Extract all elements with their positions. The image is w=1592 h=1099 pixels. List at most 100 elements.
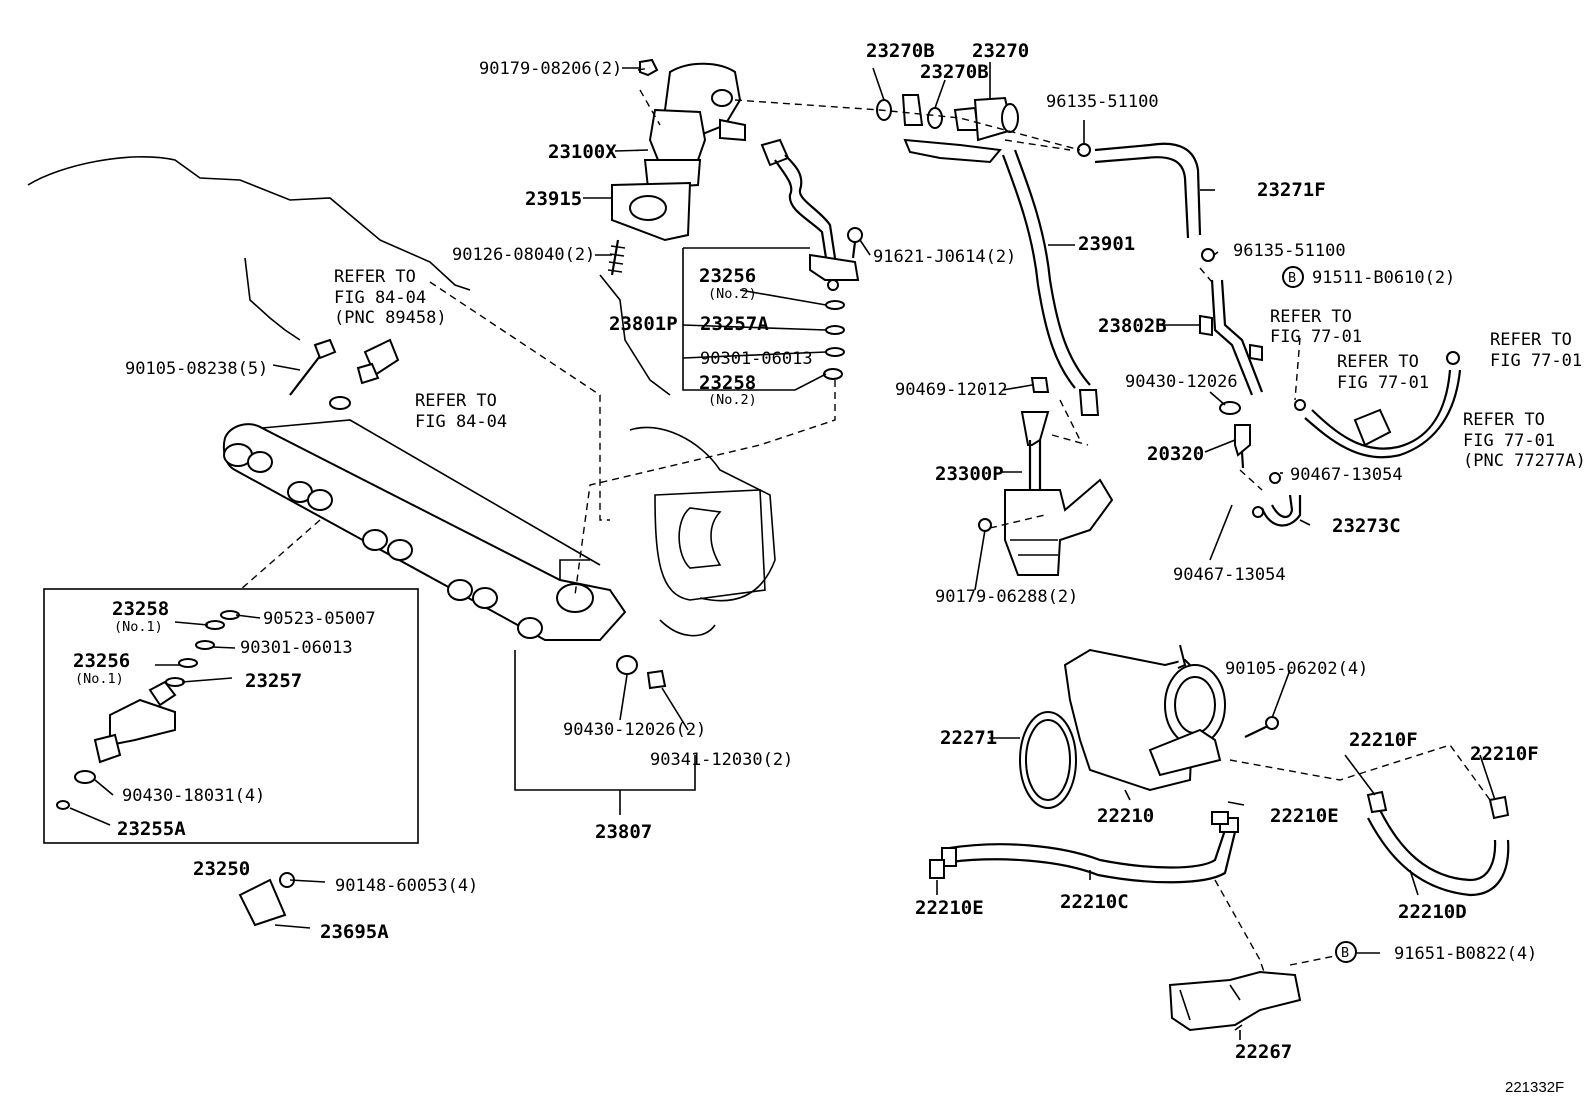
label-90105-06202: 90105-06202(4) (1225, 659, 1368, 679)
hose-23271f (1077, 120, 1215, 262)
pipe-23802b (1199, 279, 1264, 396)
badge-b-1: B (1282, 266, 1304, 288)
bracket-22267 (1168, 970, 1302, 1032)
label-90179-06288: 90179-06288(2) (935, 587, 1078, 607)
label-90523-05007: 90523-05007 (263, 609, 376, 629)
label-23250: 23250 (193, 858, 250, 880)
svg-text:B: B (1341, 945, 1349, 961)
label-22210c: 22210C (1060, 891, 1129, 913)
label-90148-60053: 90148-60053(4) (335, 876, 478, 896)
label-22210: 22210 (1097, 805, 1154, 827)
label-90341-12030: 90341-12030(2) (650, 750, 793, 770)
label-22210e-a: 22210E (1270, 805, 1339, 827)
clip-90469 (1030, 377, 1050, 393)
label-23273c: 23273C (1332, 515, 1401, 537)
label-22210f-a: 22210F (1349, 729, 1418, 751)
refer-77-01-b-l1: REFER TO (1490, 330, 1572, 350)
pump-gasket-23915 (611, 181, 692, 242)
hose-23273c (1252, 472, 1302, 527)
bolt-90105-06202 (1244, 716, 1279, 738)
part-labels: 90179-08206(2) 23270B 23270 23270B 96135… (73, 40, 1586, 1096)
throttle-body-22210 (1063, 644, 1226, 792)
label-23802b: 23802B (1098, 315, 1167, 337)
label-90105-08238: 90105-08238(5) (125, 359, 268, 379)
clips-22210e (929, 811, 1229, 879)
label-22210d: 22210D (1398, 901, 1467, 923)
label-90469-12012: 90469-12012 (895, 380, 1008, 400)
label-90430-12026-b: 90430-12026(2) (563, 720, 706, 740)
refer-84-04-b-l2: FIG 84-04 (415, 412, 507, 432)
figure-id: 221332F (1505, 1079, 1564, 1096)
label-23901: 23901 (1078, 233, 1135, 255)
hose-23901 (1001, 149, 1100, 416)
hose-22210c (941, 817, 1239, 884)
refer-84-04-a-l2: FIG 84-04 (334, 288, 426, 308)
label-23256-no1-sub: (No.1) (75, 671, 124, 687)
washer-90430-12026 (616, 655, 638, 675)
label-23807: 23807 (595, 821, 652, 843)
label-90467-13054-a: 90467-13054 (1290, 465, 1403, 485)
label-23256-no2-sub: (No.2) (708, 286, 757, 302)
label-22210f-b: 22210F (1470, 743, 1539, 765)
label-23801p: 23801P (609, 313, 678, 335)
refer-84-04-b-l1: REFER TO (415, 391, 497, 411)
label-91621-j0614: 91621-J0614(2) (873, 247, 1016, 267)
label-23258-no2-sub: (No.2) (708, 392, 757, 408)
label-22267: 22267 (1235, 1041, 1292, 1063)
label-91651-b0822: 91651-B0822(4) (1394, 944, 1537, 964)
refer-77-01-d-l3: (PNC 77277A) (1463, 451, 1586, 471)
label-91511-b0610: 91511-B0610(2) (1312, 268, 1455, 288)
label-90430-12026-a: 90430-12026 (1125, 372, 1238, 392)
pressure-regulator-23270 (876, 94, 1019, 164)
engine-outline (27, 156, 776, 637)
label-23258-no1-sub: (No.1) (114, 619, 163, 635)
label-90301-06013-a: 90301-06013 (700, 349, 813, 369)
label-90430-18031: 90430-18031(4) (122, 786, 265, 806)
refer-77-01-d-l2: FIG 77-01 (1463, 431, 1555, 451)
label-23256-no1: 23256 (73, 650, 130, 672)
label-23256-no2: 23256 (699, 265, 756, 287)
bracket-23695a (238, 872, 295, 927)
label-90467-13054-b: 90467-13054 (1173, 565, 1286, 585)
label-22271: 22271 (940, 727, 997, 749)
label-23255a: 23255A (117, 818, 186, 840)
label-23915: 23915 (525, 188, 582, 210)
label-23270b: 23270B (920, 61, 989, 83)
bolt-90341 (646, 669, 667, 690)
bolt-90105-08238 (289, 338, 337, 396)
refer-77-01-a-l2: FIG 77-01 (1270, 327, 1362, 347)
assembly-lines (239, 67, 1491, 976)
refer-77-01-c-l1: REFER TO (1337, 352, 1419, 372)
label-23257a: 23257A (700, 313, 769, 335)
refer-77-01-d-l1: REFER TO (1463, 410, 1545, 430)
label-90126-08040: 90126-08040(2) (452, 245, 595, 265)
sensor-89458 (356, 338, 400, 385)
label-23695a: 23695A (320, 921, 389, 943)
label-90179-08206: 90179-08206(2) (479, 59, 622, 79)
sensor-20320 (1234, 424, 1251, 469)
label-23270: 23270 (972, 40, 1029, 62)
label-96135-51100-a: 96135-51100 (1046, 92, 1159, 112)
hose-77277a (1294, 351, 1462, 459)
bolt-91621 (847, 227, 863, 259)
fuel-pump-23100x (643, 62, 746, 190)
label-23270b-top: 23270B (866, 40, 935, 62)
hose-22210d (1367, 809, 1510, 897)
label-20320: 20320 (1147, 443, 1204, 465)
label-23257: 23257 (245, 670, 302, 692)
stud-90126 (607, 239, 626, 276)
fuel-rail (222, 419, 627, 641)
oring-stack-23801p (823, 300, 845, 380)
label-23300p: 23300P (935, 463, 1004, 485)
refer-84-04-a-l1: REFER TO (334, 267, 416, 287)
svg-text:B: B (1288, 270, 1296, 286)
vsv-23300p (978, 411, 1114, 576)
label-23258-no1: 23258 (112, 598, 169, 620)
leader-lines (69, 62, 1496, 1040)
refer-77-01-c-l2: FIG 77-01 (1337, 373, 1429, 393)
pipe-23801p (760, 138, 860, 291)
insulator-84-04 (329, 396, 351, 410)
label-23100x: 23100X (548, 141, 617, 163)
